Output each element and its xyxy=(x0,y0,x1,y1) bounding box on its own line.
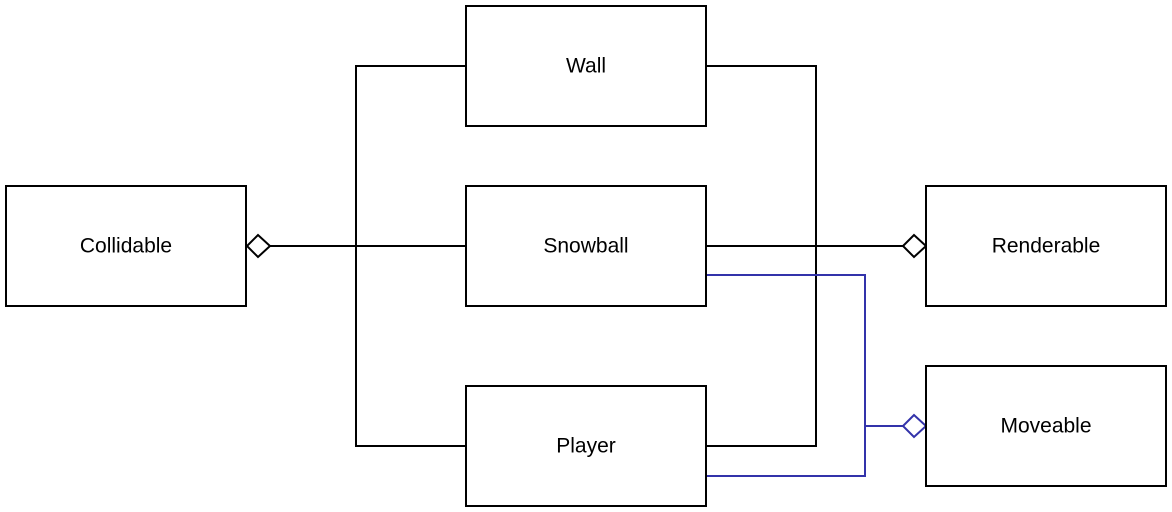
class-snowball[interactable]: Snowball xyxy=(465,185,707,307)
moveable-aggregation-diamond xyxy=(901,413,928,439)
class-collidable[interactable]: Collidable xyxy=(5,185,247,307)
renderable-aggregation-diamond xyxy=(901,233,928,259)
moveable-connectors xyxy=(706,274,928,477)
class-wall-label: Wall xyxy=(566,55,606,78)
edge-player-moveable xyxy=(706,426,866,477)
class-wall[interactable]: Wall xyxy=(465,5,707,127)
class-snowball-box xyxy=(465,185,707,307)
renderable-connectors xyxy=(706,65,928,447)
edge-wall-renderable xyxy=(706,65,817,246)
class-player[interactable]: Player xyxy=(465,385,707,507)
edge-player-collidable xyxy=(355,246,466,447)
class-renderable-label: Renderable xyxy=(992,235,1101,258)
class-moveable-label: Moveable xyxy=(1000,415,1091,438)
edge-snowball-moveable xyxy=(706,274,866,426)
class-moveable[interactable]: Moveable xyxy=(925,365,1167,487)
class-player-label: Player xyxy=(556,435,616,458)
collidable-aggregation-diamond xyxy=(245,233,272,259)
edge-wall-collidable xyxy=(355,65,466,246)
class-wall-box xyxy=(465,5,707,127)
class-renderable-box xyxy=(925,185,1167,307)
collidable-connectors xyxy=(245,65,466,447)
class-snowball-label: Snowball xyxy=(543,235,628,258)
class-collidable-box xyxy=(5,185,247,307)
edge-player-renderable xyxy=(706,246,817,447)
class-renderable[interactable]: Renderable xyxy=(925,185,1167,307)
class-moveable-box xyxy=(925,365,1167,487)
class-collidable-label: Collidable xyxy=(80,235,172,258)
class-player-box xyxy=(465,385,707,507)
